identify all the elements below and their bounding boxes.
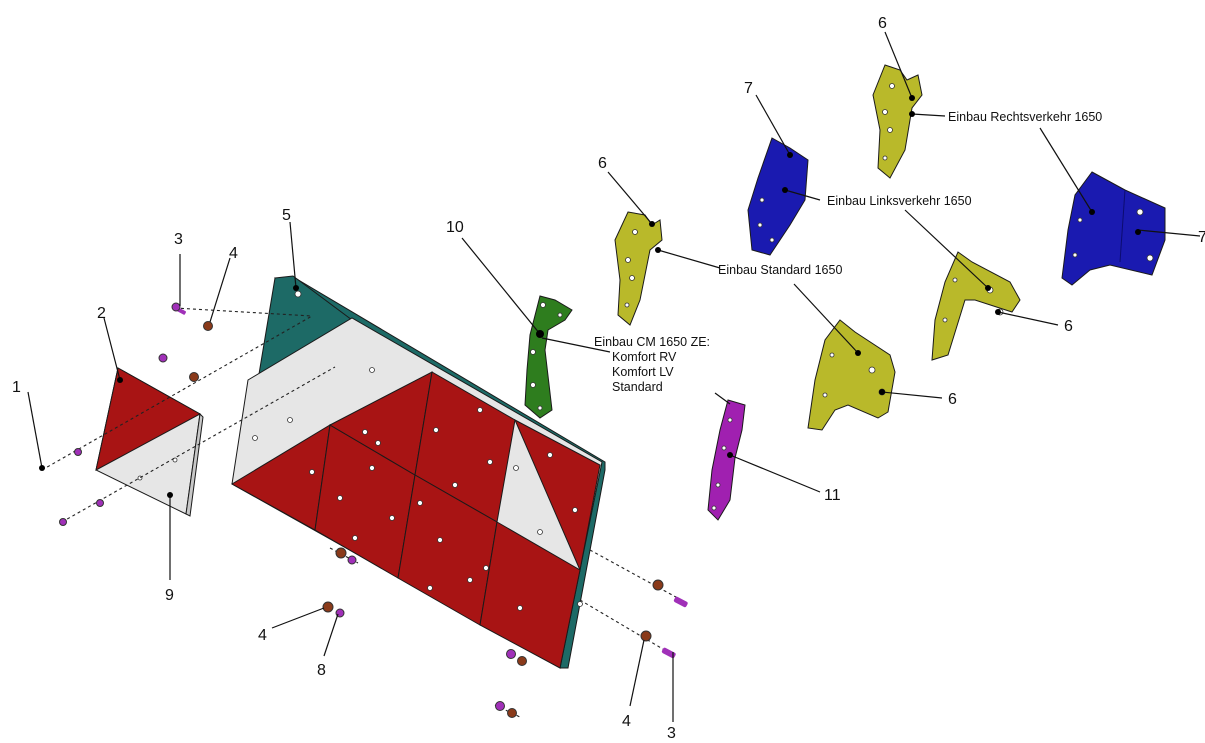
washer-top-1 <box>203 321 213 331</box>
callout-4-bottom: 4 <box>622 713 631 730</box>
warning-plate-assembly <box>231 275 606 669</box>
washer-bottom-c <box>506 649 527 666</box>
label-standard: Einbau Standard 1650 <box>718 263 842 277</box>
blue-bracket-links <box>747 137 809 256</box>
screw-small-2 <box>96 499 104 507</box>
callout-8: 8 <box>317 662 326 679</box>
washer-right-2 <box>640 630 652 642</box>
callout-6-c: 6 <box>1064 318 1073 335</box>
callout-11: 11 <box>824 487 841 504</box>
callout-10: 10 <box>446 219 464 236</box>
washer-right-1 <box>652 579 664 591</box>
label-linksverkehr: Einbau Linksverkehr 1650 <box>827 194 972 208</box>
purple-bracket <box>707 399 746 521</box>
label-cm-lv: Komfort LV <box>612 365 674 379</box>
washer-top-2 <box>189 372 199 382</box>
label-cm-title: Einbau CM 1650 ZE: <box>594 335 710 349</box>
callout-7-a: 7 <box>744 80 753 97</box>
callout-numbers: 1 2 3 4 5 9 4 8 4 3 10 11 6 6 7 6 6 7 <box>12 15 1205 742</box>
callout-3-bottom: 3 <box>667 725 676 738</box>
washer-bottom-a <box>335 547 357 565</box>
screw-top-1 <box>171 302 187 315</box>
callout-5: 5 <box>282 207 291 224</box>
callout-3-top: 3 <box>174 231 183 248</box>
yellow-bracket-mid <box>931 251 1021 361</box>
red-stripe-7 <box>479 521 581 669</box>
callout-6-b: 6 <box>878 15 887 32</box>
callout-9: 9 <box>165 587 174 604</box>
callout-4-top: 4 <box>229 245 238 262</box>
blue-bracket-rechts <box>1061 171 1166 286</box>
callout-7-b: 7 <box>1198 229 1205 246</box>
text-labels: Einbau Rechtsverkehr 1650 Einbau Linksve… <box>594 110 1102 394</box>
screw-small-1 <box>74 448 82 456</box>
green-bracket <box>524 295 573 419</box>
screw-right-2 <box>661 647 676 659</box>
label-rechtsverkehr: Einbau Rechtsverkehr 1650 <box>948 110 1102 124</box>
callout-6-d: 6 <box>948 391 957 408</box>
screw-small-3 <box>59 518 67 526</box>
callout-4-left: 4 <box>258 627 267 644</box>
screw-right-1 <box>673 596 688 608</box>
leader-lines <box>27 31 1201 722</box>
callout-6-a: 6 <box>598 155 607 172</box>
washer-bottom-b <box>322 601 345 618</box>
callout-2: 2 <box>97 305 106 322</box>
washer-bottom-d <box>495 701 517 718</box>
screw-top-2 <box>158 353 168 363</box>
label-cm-rv: Komfort RV <box>612 350 677 364</box>
yellow-bracket-rechts <box>872 64 923 179</box>
yellow-bracket-lower <box>807 319 896 431</box>
red-stripe-6 <box>513 418 601 572</box>
label-cm-standard: Standard <box>612 380 663 394</box>
plate-holes <box>252 290 583 611</box>
callout-1: 1 <box>12 379 21 396</box>
small-warning-plate <box>95 367 204 517</box>
yellow-bracket-standard <box>614 211 663 326</box>
fasteners <box>59 302 688 718</box>
